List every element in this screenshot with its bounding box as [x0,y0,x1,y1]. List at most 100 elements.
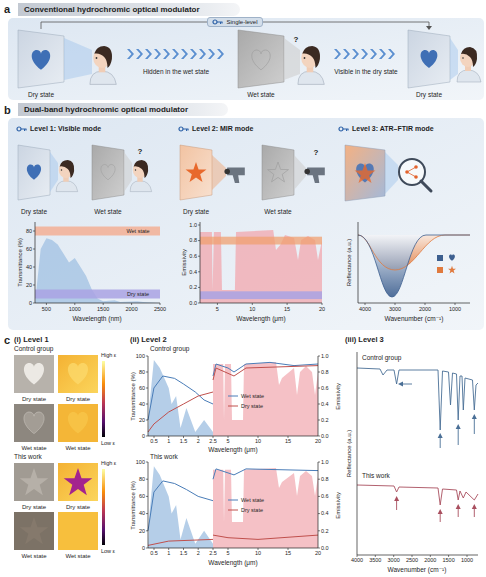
wet-card [252,50,270,70]
node-text: Level 1: Visible mode [30,125,101,133]
group-label: This work [150,453,178,460]
emissivity-chart [198,225,322,305]
tick-label: 0.5 [150,550,158,556]
magnifier-icon [399,159,431,191]
spectrum-chart [148,360,213,436]
tick-label: 1500 [442,557,454,563]
reflectance-chart [437,255,443,261]
magnifier-icon [421,181,431,191]
peak-arrow [394,496,399,501]
sample-photo [24,363,44,385]
tick-label: 4000 [359,306,371,312]
dry-card [180,145,212,200]
thermal-image [58,463,98,501]
tick-label: 40 [139,401,145,407]
dry-card [18,30,64,88]
state-label: Wet state [21,553,46,560]
node-text: Dual-band hydrochromic optical modulator [24,105,188,114]
peak-arrow [402,384,474,448]
tick-label: 0 [29,300,32,306]
dry-card [186,162,207,182]
thermal-image [58,404,98,442]
sub-panel-title: (iii) Level 3 [345,336,384,345]
spectrum-chart [228,500,238,501]
ftir-chart [357,555,467,557]
wet-card [268,162,289,182]
tick-label: 0.2 [321,528,329,534]
tick-label: 2500 [406,557,418,563]
spectrum-chart [148,366,318,432]
reflectance-chart [358,222,470,303]
tick-label: 100 [136,353,145,359]
ftir-chart [357,352,478,557]
sample-photo [14,463,54,501]
group-label: Control group [362,354,401,361]
state-label: Dry state [22,504,46,511]
tick-label: 2.5 [209,438,217,444]
magnifier-icon [405,170,409,174]
sample-photo [14,355,54,393]
peak-arrow [438,433,443,438]
state-label: Dry state [416,91,442,98]
tick-label: 80 [139,369,145,375]
peak-arrow [394,382,477,523]
question-mark: ? [314,148,319,157]
dry-card [421,50,438,68]
panel-banner: Dual-band hydrochromic optical modulator [18,103,228,116]
tick-label: 15 [285,438,291,444]
light-beam [64,38,458,80]
tick-label: 60 [139,385,145,391]
tick-label: 20 [139,417,145,423]
tick-label: 2000 [125,306,137,312]
tick-label: 15 [285,550,291,556]
thermal-image [68,412,88,434]
level-label: Level 1: Visible mode [14,124,103,134]
sample-photo [14,355,54,550]
tick-label: 1 [167,550,170,556]
legend-text: Wet state [241,393,264,399]
colorbar-label: Low ε [101,548,115,554]
thermal-image [58,512,98,550]
tick-label: 500 [42,306,51,312]
light-beam [64,38,92,80]
peak-arrow [398,382,403,387]
axis-title: Wavelength (nm) [72,315,121,322]
spectrum-chart [148,462,318,548]
band-label: Dry state [127,291,149,297]
ftir-card [345,145,385,201]
tick-label: 1000 [449,306,461,312]
state-label: Dry state [183,208,209,215]
panel-letter: a [4,3,10,16]
key-icon [338,126,349,132]
axis-title: Wavenumber (cm⁻¹) [385,315,444,322]
key-icon [178,126,189,132]
colorbar-label: Low ε [101,440,115,446]
dry-card [18,145,212,200]
thermal-image [64,468,93,495]
emissivity-chart [200,291,322,299]
state-label: Dry state [28,91,54,98]
transmittance-chart [35,238,160,303]
reflectance-chart [437,267,443,273]
key-icon [183,129,189,131]
colorbar [102,361,105,437]
state-label: Wet state [21,445,46,452]
tick-label: 3000 [388,557,400,563]
panel-letter: b [4,104,11,117]
question-mark: ? [294,35,299,44]
tick-label: 1.0 [321,353,329,359]
tick-label: 2.5 [209,550,217,556]
colorbar [102,361,105,545]
legend-item: Wet state [241,497,264,504]
tick-label: 3000 [389,306,401,312]
wet-card [92,145,294,200]
tick-label: 1.5 [180,550,188,556]
magnifier-icon [414,165,418,169]
tick-label: 0.4 [321,510,329,516]
ftir-chart [357,485,478,505]
light-beam [212,155,226,190]
dry-card [27,165,41,180]
sub-panel-title: (i) Level 1 [14,336,49,345]
tick-label: 1.0 [321,459,329,465]
axis-title: Transmittance (%) [130,481,137,530]
